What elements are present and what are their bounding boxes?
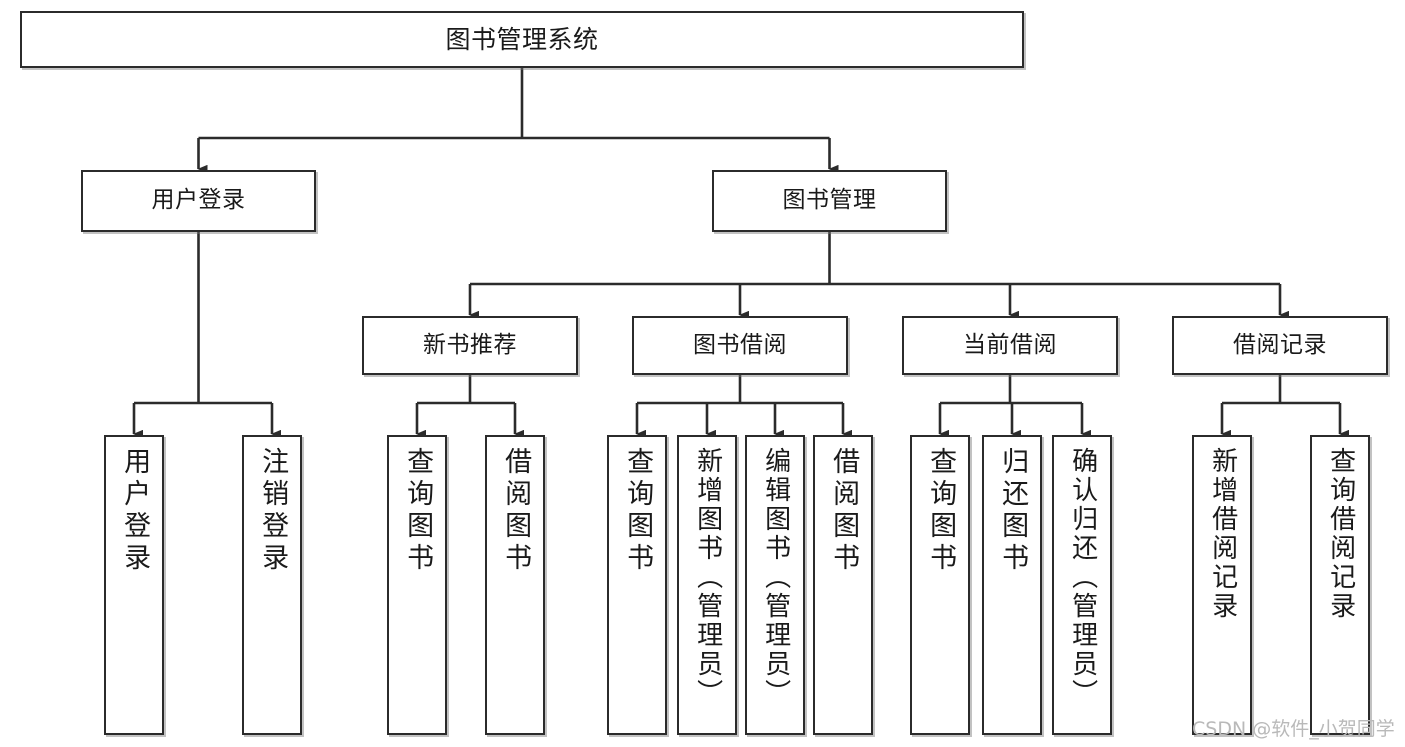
node-book-manage[interactable]: 图书管理 [712, 170, 947, 232]
node-leaf-borrow-book-2[interactable]: 借阅图书 [813, 435, 873, 735]
node-new-book-rec[interactable]: 新书推荐 [362, 316, 578, 375]
node-root[interactable]: 图书管理系统 [20, 11, 1024, 68]
node-leaf-return-book[interactable]: 归还图书 [982, 435, 1042, 735]
node-leaf-confirm-return[interactable]: 确认归还（管理员） [1052, 435, 1112, 735]
node-label-leaf-user-logout: 注销登录 [257, 447, 289, 575]
node-current-borrow[interactable]: 当前借阅 [902, 316, 1118, 375]
node-leaf-query-book-2[interactable]: 查询图书 [607, 435, 667, 735]
node-label-leaf-borrow-book-1: 借阅图书 [500, 447, 532, 575]
node-leaf-user-logout[interactable]: 注销登录 [242, 435, 302, 735]
node-label-book-manage: 图书管理 [782, 187, 877, 214]
node-label-user-login: 用户登录 [151, 187, 246, 214]
node-leaf-borrow-book-1[interactable]: 借阅图书 [485, 435, 545, 735]
node-borrow-record[interactable]: 借阅记录 [1172, 316, 1388, 375]
node-leaf-edit-book[interactable]: 编辑图书（管理员） [745, 435, 805, 735]
node-label-leaf-confirm-return: 确认归还（管理员） [1067, 447, 1098, 708]
node-leaf-add-book[interactable]: 新增图书（管理员） [677, 435, 737, 735]
node-book-borrow[interactable]: 图书借阅 [632, 316, 848, 375]
node-label-current-borrow: 当前借阅 [963, 331, 1057, 358]
node-leaf-add-record[interactable]: 新增借阅记录 [1192, 435, 1252, 735]
node-label-borrow-record: 借阅记录 [1233, 331, 1327, 358]
node-leaf-query-record[interactable]: 查询借阅记录 [1310, 435, 1370, 735]
node-label-leaf-query-book-2: 查询图书 [622, 447, 654, 575]
node-label-leaf-query-record: 查询借阅记录 [1325, 447, 1356, 621]
node-label-leaf-query-book-3: 查询图书 [925, 447, 957, 575]
node-leaf-query-book-1[interactable]: 查询图书 [387, 435, 447, 735]
node-label-book-borrow: 图书借阅 [693, 331, 787, 358]
node-label-root: 图书管理系统 [445, 24, 599, 54]
node-leaf-query-book-3[interactable]: 查询图书 [910, 435, 970, 735]
node-leaf-user-login[interactable]: 用户登录 [104, 435, 164, 735]
node-label-leaf-return-book: 归还图书 [997, 447, 1029, 575]
node-label-leaf-user-login: 用户登录 [119, 447, 151, 575]
node-label-leaf-borrow-book-2: 借阅图书 [828, 447, 860, 575]
csdn-watermark: CSDN @软件_小贺同学 [1192, 718, 1395, 740]
node-user-login[interactable]: 用户登录 [81, 170, 316, 232]
node-label-leaf-add-book: 新增图书（管理员） [692, 447, 723, 708]
node-label-leaf-add-record: 新增借阅记录 [1207, 447, 1238, 621]
node-label-leaf-query-book-1: 查询图书 [402, 447, 434, 575]
node-label-new-book-rec: 新书推荐 [423, 331, 517, 358]
node-label-leaf-edit-book: 编辑图书（管理员） [760, 447, 791, 708]
